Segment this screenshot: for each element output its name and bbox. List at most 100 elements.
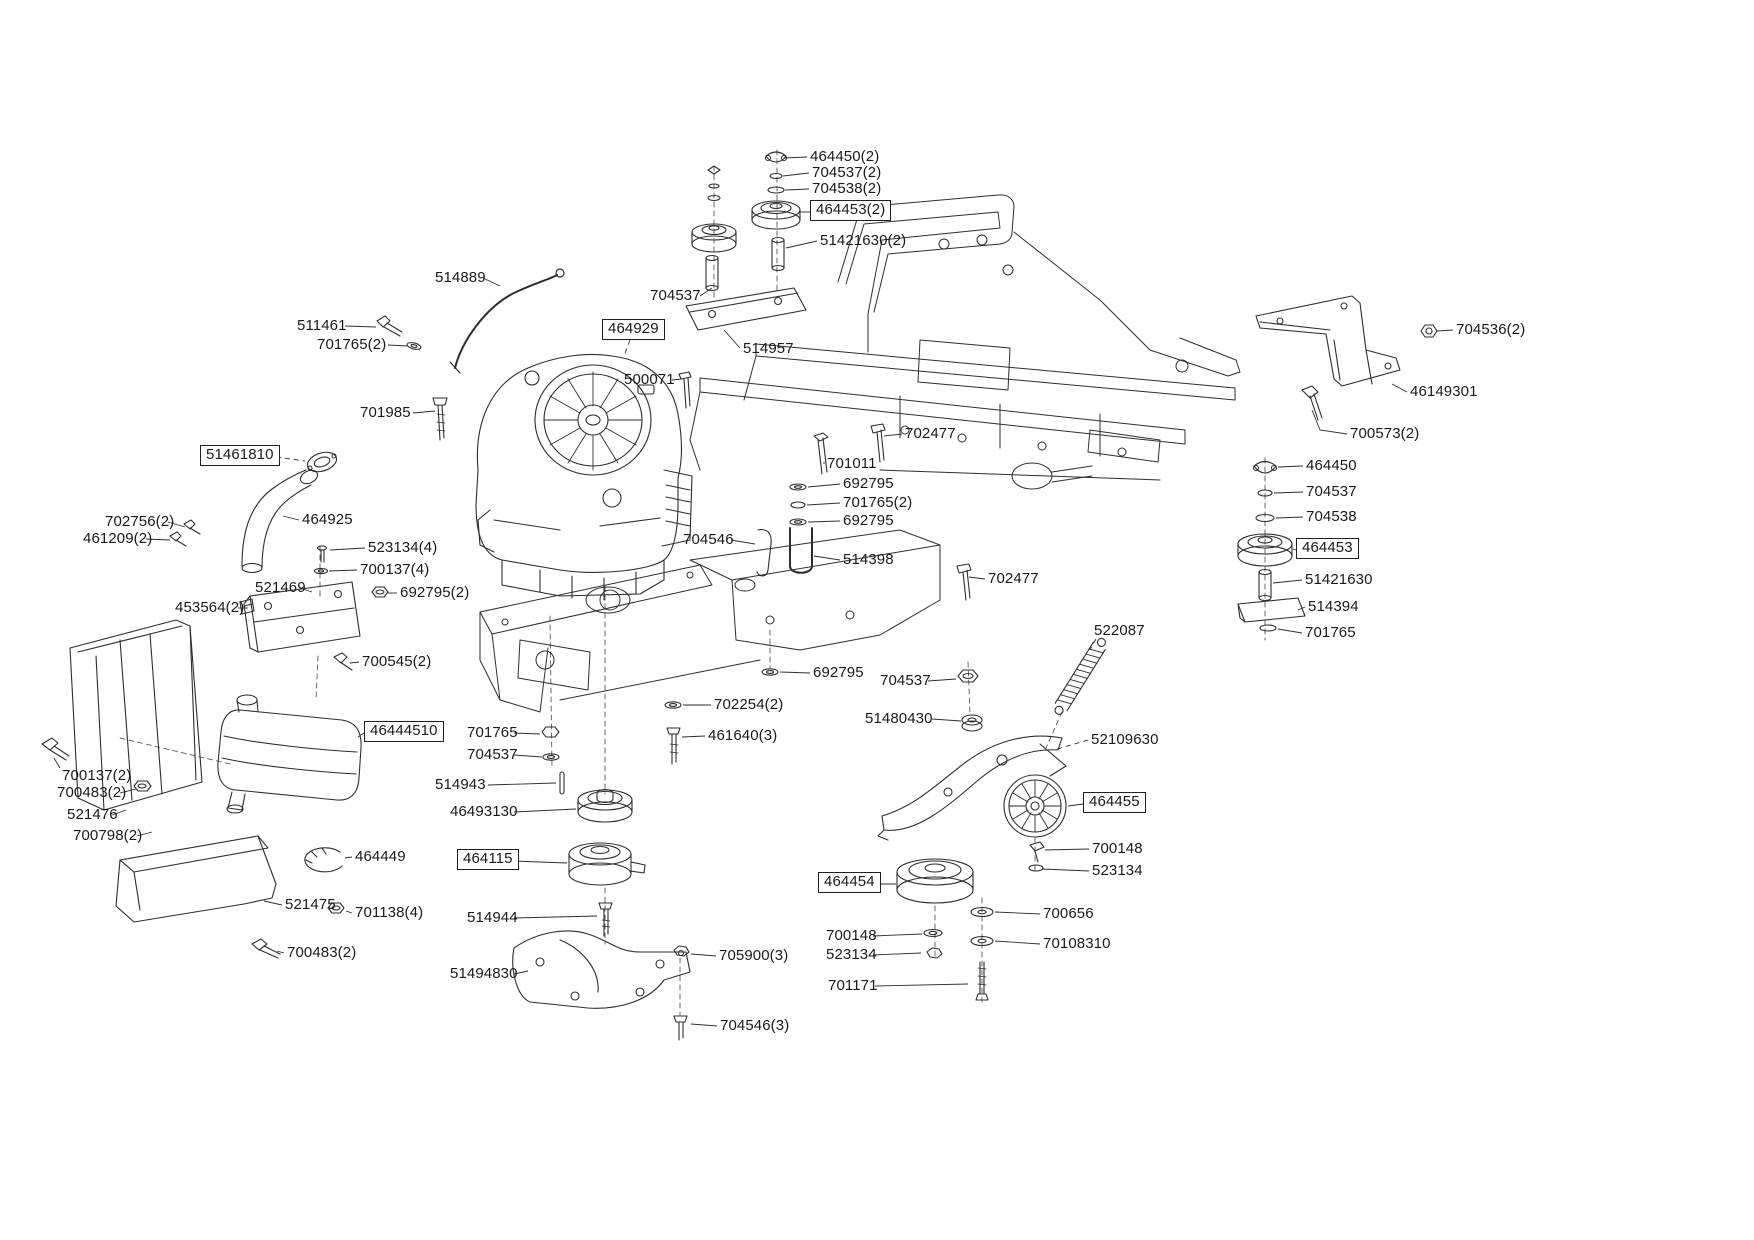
screw-702756 xyxy=(183,519,201,535)
part-label-521475: 521475 xyxy=(285,896,336,913)
bolt-461640 xyxy=(666,727,681,765)
part-label-51480430: 51480430 xyxy=(865,710,933,727)
part-label-704537: 704537 xyxy=(467,746,518,763)
part-label-7004832: 700483(2) xyxy=(57,784,127,801)
part-label-7005452: 700545(2) xyxy=(362,653,432,670)
leader-line xyxy=(1292,548,1297,551)
part-label-464454: 464454 xyxy=(818,872,881,893)
leader-line xyxy=(299,587,313,593)
nut-701765-center xyxy=(541,726,560,738)
part-label-500071: 500071 xyxy=(624,371,675,388)
part-label-4535642: 453564(2) xyxy=(175,599,245,616)
part-label-7045362: 704536(2) xyxy=(1456,321,1526,338)
leader-line xyxy=(1436,329,1454,332)
part-label-702477: 702477 xyxy=(988,570,1039,587)
part-label-523134: 523134 xyxy=(826,946,877,963)
leader-line xyxy=(282,515,300,521)
leader-line xyxy=(730,539,756,545)
leader-line xyxy=(690,953,717,957)
leader-line xyxy=(784,188,810,191)
muffler-46444510 xyxy=(217,694,362,814)
nut-701138 xyxy=(327,902,345,914)
nut-705900 xyxy=(673,945,690,957)
part-label-514889: 514889 xyxy=(435,269,486,286)
part-label-701765: 701765 xyxy=(467,724,518,741)
leader-line xyxy=(927,678,957,682)
part-label-7045372: 704537(2) xyxy=(812,164,882,181)
idler-stack-right xyxy=(1237,460,1306,632)
part-label-464925: 464925 xyxy=(302,511,353,528)
leader-line xyxy=(513,915,598,919)
leader-line xyxy=(53,757,61,769)
leader-line xyxy=(994,940,1041,945)
leader-line xyxy=(345,910,353,914)
part-label-7011384: 701138(4) xyxy=(355,904,424,921)
leader-line xyxy=(699,287,713,297)
leader-line xyxy=(349,661,360,664)
leader-line xyxy=(136,831,153,837)
part-label-6927952: 692795(2) xyxy=(400,584,470,601)
leader-line xyxy=(1297,606,1306,611)
leader-line xyxy=(387,344,408,347)
leader-line xyxy=(783,156,808,159)
leader-line xyxy=(681,735,706,738)
part-label-704538: 704538 xyxy=(1306,508,1357,525)
leader-line xyxy=(690,1023,718,1027)
leader-line xyxy=(872,952,922,956)
leader-line xyxy=(1067,803,1084,807)
leader-line xyxy=(1053,739,1089,751)
leader-line xyxy=(883,433,903,437)
leader-line xyxy=(412,410,436,414)
part-label-700148: 700148 xyxy=(826,927,877,944)
leader-line xyxy=(275,456,306,462)
part-label-514943: 514943 xyxy=(435,776,486,793)
bolt-700137-2 xyxy=(41,737,70,761)
part-label-514944: 514944 xyxy=(467,909,518,926)
leader-line xyxy=(1089,638,1097,651)
part-label-7022542: 702254(2) xyxy=(714,696,784,713)
leader-line xyxy=(807,483,841,488)
part-label-7045463: 704546(3) xyxy=(720,1017,790,1034)
hardware-column-center xyxy=(756,432,829,676)
part-label-46444510: 46444510 xyxy=(364,721,444,742)
part-label-7001374: 700137(4) xyxy=(360,561,430,578)
leader-line xyxy=(145,538,171,541)
leader-line xyxy=(487,782,557,786)
leader-line xyxy=(1044,848,1090,851)
screw-461209 xyxy=(169,531,187,547)
part-label-4644502: 464450(2) xyxy=(810,148,880,165)
frame-center-section xyxy=(689,529,941,651)
leader-line xyxy=(1041,868,1090,872)
leader-line xyxy=(1391,383,1408,393)
leader-line xyxy=(994,911,1041,915)
leader-line xyxy=(513,732,541,735)
washer-702254 xyxy=(664,701,682,709)
part-label-464450: 464450 xyxy=(1306,457,1357,474)
leader-line xyxy=(513,970,529,975)
bolt-500071 xyxy=(678,371,692,409)
leader-line xyxy=(1277,628,1303,634)
bracket-51494830 xyxy=(512,930,691,1009)
part-label-7017652: 701765(2) xyxy=(843,494,913,511)
leader-line xyxy=(167,521,186,528)
part-label-4644532: 464453(2) xyxy=(810,200,892,221)
part-label-514394: 514394 xyxy=(1308,598,1359,615)
leader-line xyxy=(1275,516,1304,519)
part-label-7004832: 700483(2) xyxy=(287,944,357,961)
part-label-522087: 522087 xyxy=(1094,622,1145,639)
chassis-front-section xyxy=(479,564,761,713)
leader-line xyxy=(357,732,365,738)
part-label-700656: 700656 xyxy=(1043,905,1094,922)
leader-line xyxy=(513,754,543,758)
leader-line xyxy=(344,856,353,859)
part-label-464453: 464453 xyxy=(1296,538,1359,559)
rear-bracket-46149301 xyxy=(1255,295,1401,387)
part-label-692795: 692795 xyxy=(843,512,894,529)
bolt-702477-b xyxy=(956,563,972,601)
part-label-7017652: 701765(2) xyxy=(317,336,387,353)
part-label-521476: 521476 xyxy=(67,806,118,823)
leader-line xyxy=(1277,465,1304,468)
part-label-51494830: 51494830 xyxy=(450,965,518,982)
leader-line xyxy=(813,555,841,561)
part-label-701765: 701765 xyxy=(1305,624,1356,641)
